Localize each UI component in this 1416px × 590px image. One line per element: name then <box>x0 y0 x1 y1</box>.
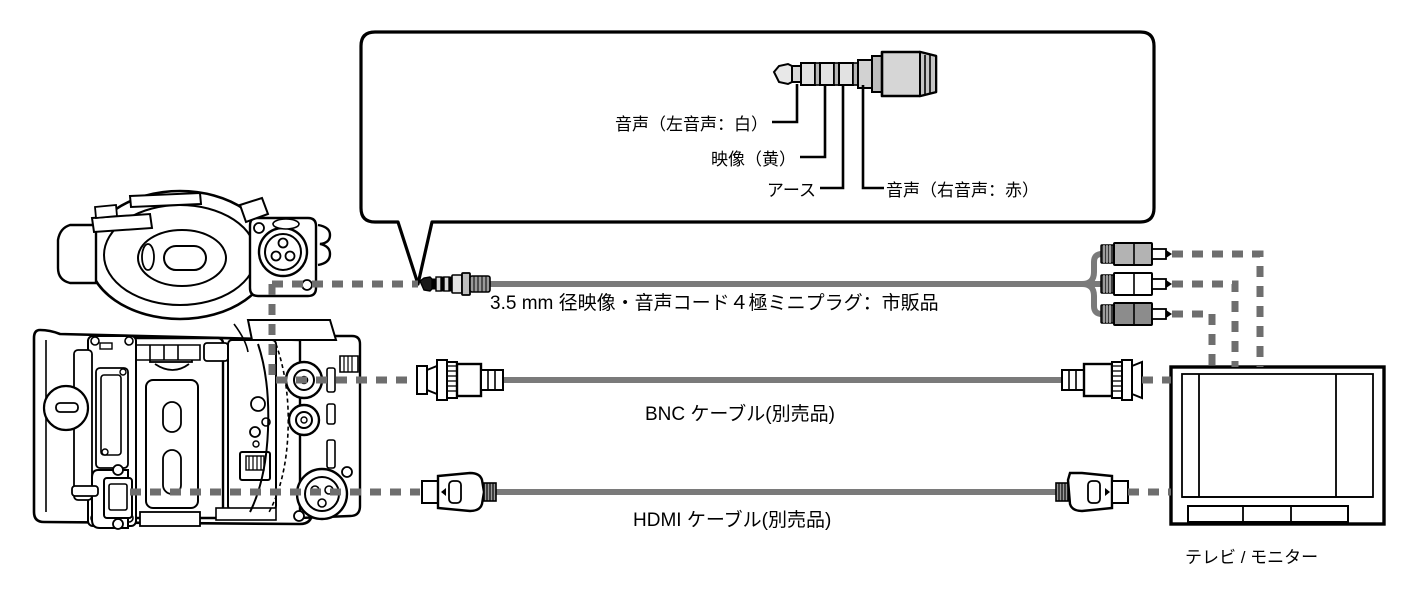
connection-dashed-lines <box>130 250 1264 496</box>
av-mini-cable <box>419 242 1172 326</box>
hdmi-plug-right <box>1055 471 1129 513</box>
callout-label-ground: アース <box>766 181 816 200</box>
hdmi-cable <box>421 471 1129 513</box>
cable-label-bnc: BNC ケーブル(別売品) <box>645 404 835 425</box>
camcorder-illustration <box>32 189 362 530</box>
cable-label-hdmi: HDMI ケーブル(別売品) <box>633 510 832 531</box>
callout-leader-lines <box>772 84 884 190</box>
bnc-plug-right <box>1061 359 1143 401</box>
device-label-television: テレビ / モニター <box>1185 548 1319 567</box>
callout-label-audio-left: 音声（左音声：白） <box>615 115 768 134</box>
four-pole-plug-illustration <box>772 50 938 98</box>
hdmi-plug-left <box>421 471 497 513</box>
cable-label-av-mini: 3.5 mm 径映像・音声コード４極ミニプラグ：市販品 <box>490 293 939 314</box>
callout-label-video: 映像（黄） <box>711 150 796 169</box>
rca-plug-white <box>1100 272 1172 296</box>
rca-plug-red <box>1100 302 1172 326</box>
callout-balloon <box>359 30 1156 286</box>
bnc-plug-left <box>416 359 504 401</box>
mini-plug-4pole-connector <box>419 272 491 296</box>
television-illustration <box>1169 365 1386 526</box>
callout-label-audio-right: 音声（右音声：赤） <box>886 181 1039 200</box>
rca-plug-yellow <box>1100 242 1172 266</box>
bnc-cable <box>416 359 1143 401</box>
